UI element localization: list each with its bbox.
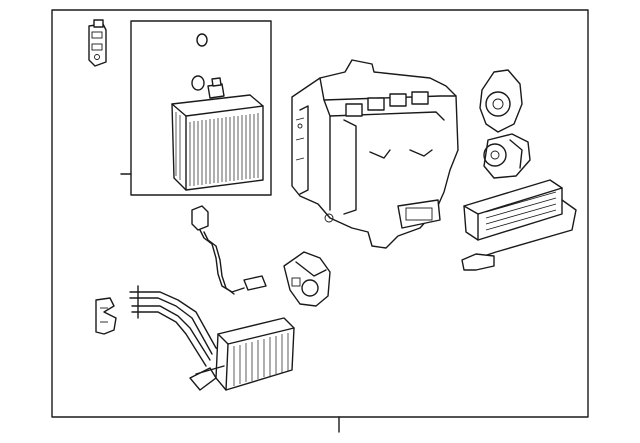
- heater-pipes: [129, 285, 225, 367]
- o-ring-large: [191, 75, 205, 91]
- pipe-clamp: [95, 297, 117, 335]
- heater-case: [291, 59, 459, 249]
- o-ring-small: [196, 33, 208, 47]
- ptc-heater: [461, 179, 577, 271]
- blower-motor: [479, 69, 531, 179]
- heater-core: [189, 317, 295, 391]
- expansion-valve: [88, 19, 107, 67]
- temperature-sensor: [191, 205, 267, 295]
- evaporator-assembly: [171, 77, 264, 191]
- diagram-frame: [51, 9, 589, 418]
- evaporator-inset-box: [130, 20, 272, 196]
- servo-motor: [283, 251, 331, 307]
